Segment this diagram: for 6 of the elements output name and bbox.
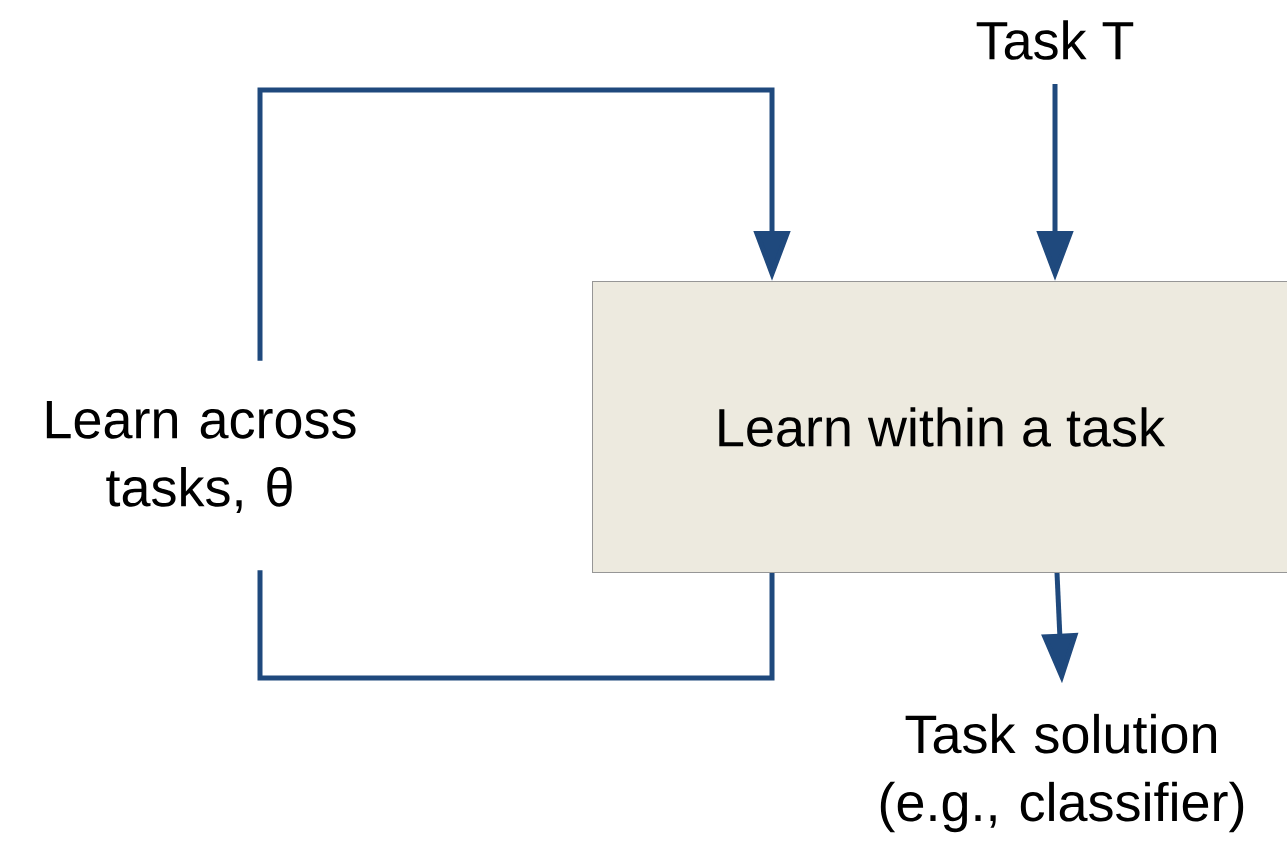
node-label: Task T	[976, 20, 1134, 60]
process-box: Learn within a task	[592, 281, 1287, 573]
node-label: Learn across tasks, θ	[46, 400, 356, 514]
connector-line	[257, 570, 775, 681]
node-label: Task solution (e.g., classifier)	[880, 713, 1244, 833]
arrow	[257, 87, 791, 361]
